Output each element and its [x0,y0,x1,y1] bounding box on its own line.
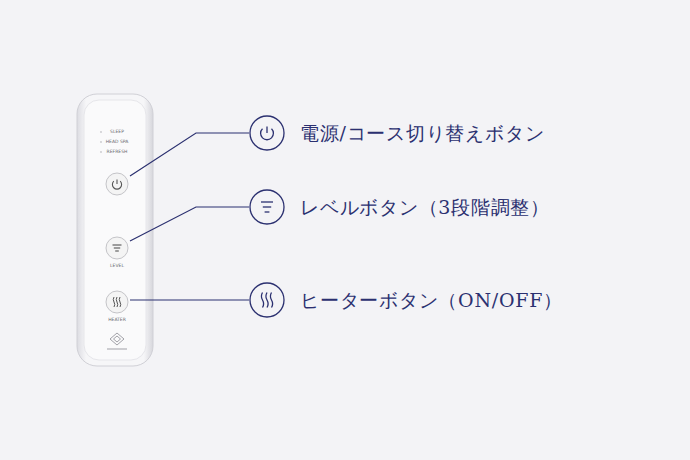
callout-label: 電源/コース切り替えボタン [300,124,544,143]
power-icon [250,116,284,150]
mode-label: REFRESH [107,150,128,155]
leader-lines [130,133,249,300]
remote-face [84,100,146,360]
brand-logo [107,333,127,349]
level-icon [250,190,284,224]
level-button [106,237,128,259]
callout-label: レベルボタン（3段階調整） [300,198,550,217]
mode-label: HEAD SPA [106,140,129,145]
button-label: HEATER [108,318,126,323]
heater-button [106,291,128,313]
mode-label: SLEEP [110,130,124,135]
indicator-dots [100,131,102,153]
callout-label: ヒーターボタン（ON/OFF） [300,291,563,310]
remote-body [77,94,153,366]
power-button [106,173,128,195]
heater-icon [250,283,284,317]
button-label: LEVEL [110,264,124,269]
